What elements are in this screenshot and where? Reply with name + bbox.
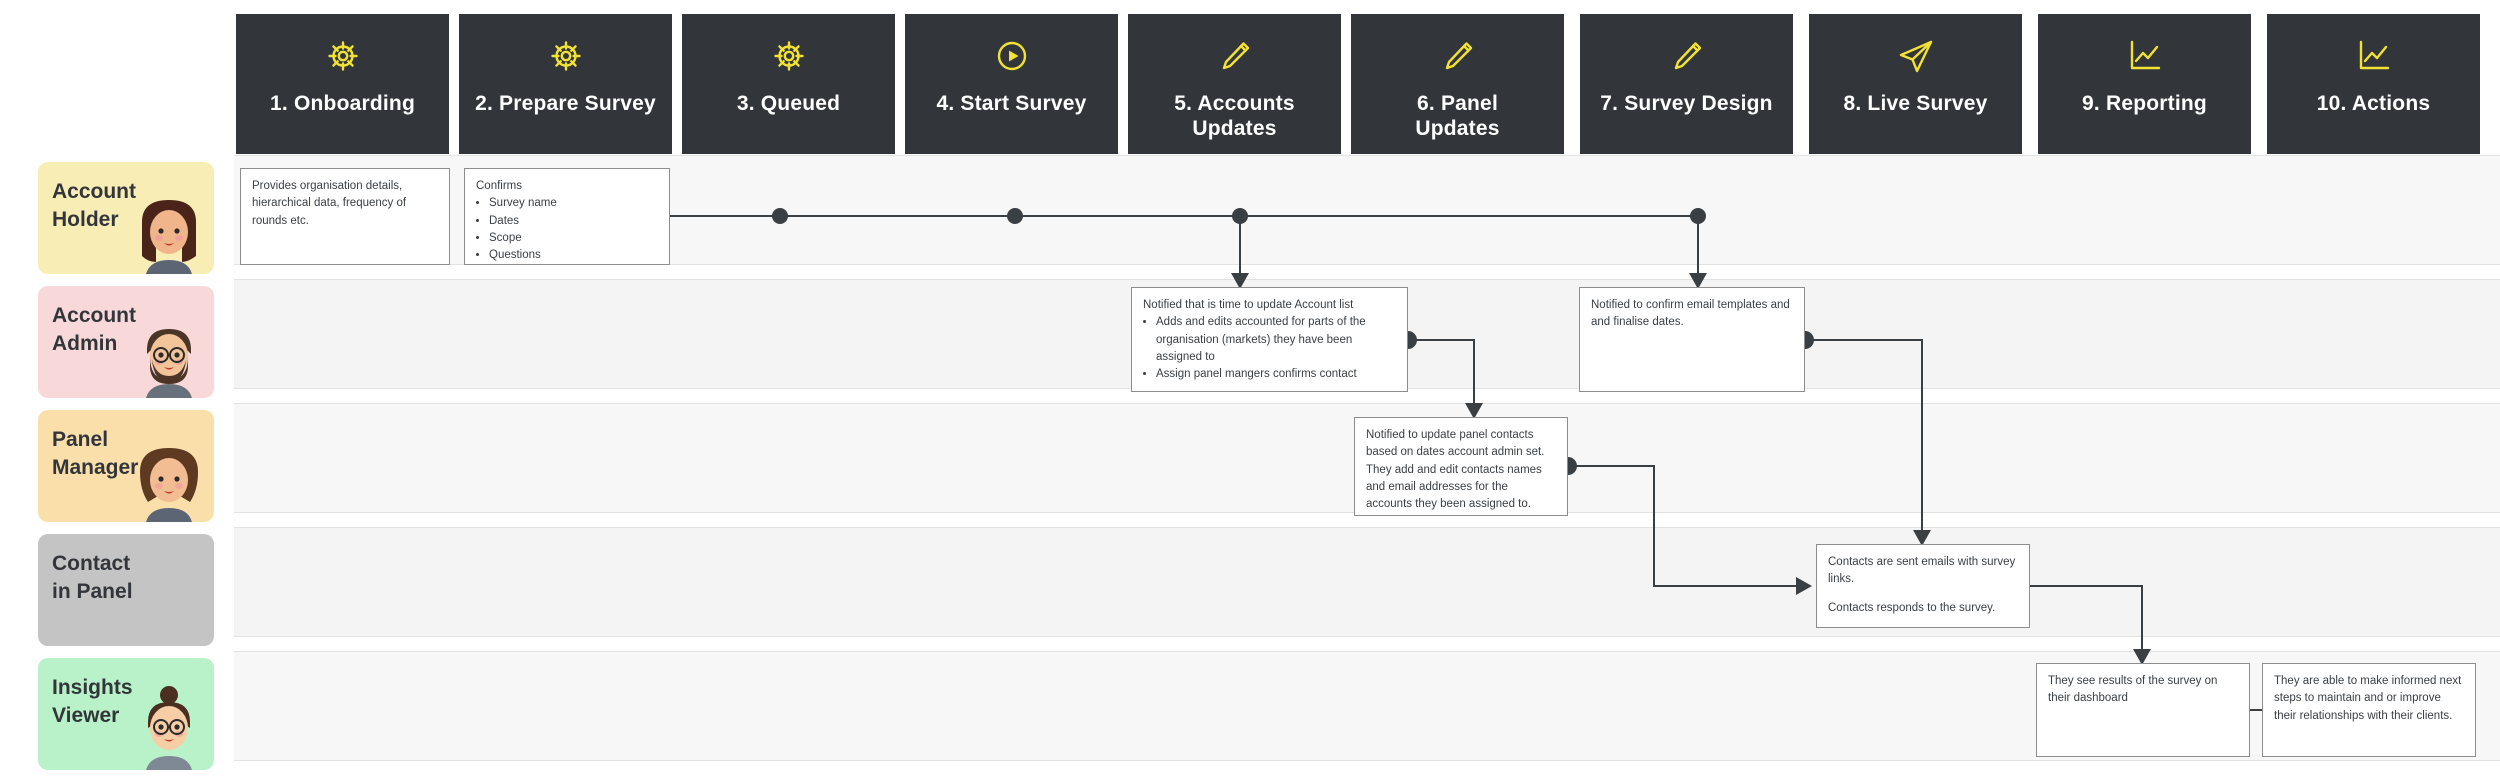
note-bullet-item: Adds and edits accounted for parts of th… — [1156, 314, 1396, 366]
note-bullet-item: Scope — [489, 230, 658, 247]
phase-label: 1. Onboarding — [270, 92, 415, 115]
note-see-results-dashboard[interactable]: They see results of the survey on their … — [2036, 663, 2250, 757]
note-bullet-item: Questions — [489, 247, 658, 264]
role-card-account-admin[interactable]: Account Admin — [38, 286, 214, 398]
note-update-account-list[interactable]: Notified that is time to update Account … — [1131, 287, 1408, 392]
phase-card-7[interactable]: 7. Survey Design — [1580, 14, 1793, 154]
phase-label: 7. Survey Design — [1600, 92, 1773, 115]
note-bullet-list: Survey nameDatesScopeQuestions — [489, 195, 658, 264]
note-lead-text: They are able to make informed next step… — [2274, 675, 2462, 722]
phase-label: 8. Live Survey — [1843, 92, 1988, 115]
phase-card-2[interactable]: 2. Prepare Survey — [459, 14, 672, 154]
phase-label: 6. Panel Updates — [1415, 92, 1500, 140]
phase-label: 4. Start Survey — [936, 92, 1087, 115]
play-icon — [990, 34, 1034, 78]
phase-card-6[interactable]: 6. Panel Updates — [1351, 14, 1564, 154]
note-update-panel-contacts[interactable]: Notified to update panel contacts based … — [1354, 417, 1568, 516]
phase-label: 10. Actions — [2316, 92, 2431, 115]
note-lead-text: Notified to confirm email templates and … — [1591, 299, 1790, 329]
role-label: Account Admin — [52, 304, 136, 356]
phase-card-8[interactable]: 8. Live Survey — [1809, 14, 2022, 154]
phase-card-9[interactable]: 9. Reporting — [2038, 14, 2251, 154]
role-card-panel-manager[interactable]: Panel Manager — [38, 410, 214, 522]
line-chart-icon — [2123, 34, 2167, 78]
role-label: Account Holder — [52, 180, 136, 232]
phase-card-1[interactable]: 1. Onboarding — [236, 14, 449, 154]
pencil-icon — [1665, 34, 1709, 78]
pencil-icon — [1436, 34, 1480, 78]
role-label: Insights Viewer — [52, 676, 133, 728]
gear-icon — [321, 34, 365, 78]
note-lead-text: Provides organisation details, hierarchi… — [252, 180, 407, 227]
note-confirm-email-templates[interactable]: Notified to confirm email templates and … — [1579, 287, 1805, 392]
pencil-icon — [1213, 34, 1257, 78]
role-card-contact-in-panel[interactable]: Contact in Panel — [38, 534, 214, 646]
note-informed-next-steps[interactable]: They are able to make informed next step… — [2262, 663, 2476, 757]
lane-contact-in-panel — [234, 527, 2500, 637]
note-bullet-item: Dates — [489, 213, 658, 230]
gear-icon — [767, 34, 811, 78]
phase-card-10[interactable]: 10. Actions — [2267, 14, 2480, 154]
note-lead-text: Contacts are sent emails with survey lin… — [1828, 556, 2016, 586]
note-bullet-item: Survey name — [489, 195, 658, 212]
phase-card-3[interactable]: 3. Queued — [682, 14, 895, 154]
note-lead-text: They see results of the survey on their … — [2048, 675, 2218, 705]
note-lead-text: Confirms — [476, 180, 523, 192]
phase-label: 9. Reporting — [2082, 92, 2207, 115]
phase-label: 2. Prepare Survey — [475, 92, 656, 115]
phase-card-4[interactable]: 4. Start Survey — [905, 14, 1118, 154]
note-contacts-emails[interactable]: Contacts are sent emails with survey lin… — [1816, 544, 2030, 628]
role-label: Panel Manager — [52, 428, 139, 480]
role-card-account-holder[interactable]: Account Holder — [38, 162, 214, 274]
phase-label: 3. Queued — [736, 92, 841, 115]
note-lead-text: Notified to update panel contacts based … — [1366, 429, 1545, 510]
role-label: Contact in Panel — [52, 552, 133, 604]
gear-icon — [544, 34, 588, 78]
note-secondary-text: Contacts responds to the survey. — [1828, 601, 1996, 614]
paper-plane-icon — [1894, 34, 1938, 78]
role-card-insights-viewer[interactable]: Insights Viewer — [38, 658, 214, 770]
phase-card-5[interactable]: 5. Accounts Updates — [1128, 14, 1341, 154]
note-bullet-item: Assign panel mangers confirms contact — [1156, 366, 1396, 383]
note-bullet-list: Adds and edits accounted for parts of th… — [1156, 314, 1396, 383]
note-confirms-survey[interactable]: ConfirmsSurvey nameDatesScopeQuestions — [464, 168, 670, 265]
note-lead-text: Notified that is time to update Account … — [1143, 299, 1354, 311]
line-chart-icon — [2352, 34, 2396, 78]
phase-label: 5. Accounts Updates — [1174, 92, 1295, 140]
note-provides-organisation-details[interactable]: Provides organisation details, hierarchi… — [240, 168, 450, 265]
